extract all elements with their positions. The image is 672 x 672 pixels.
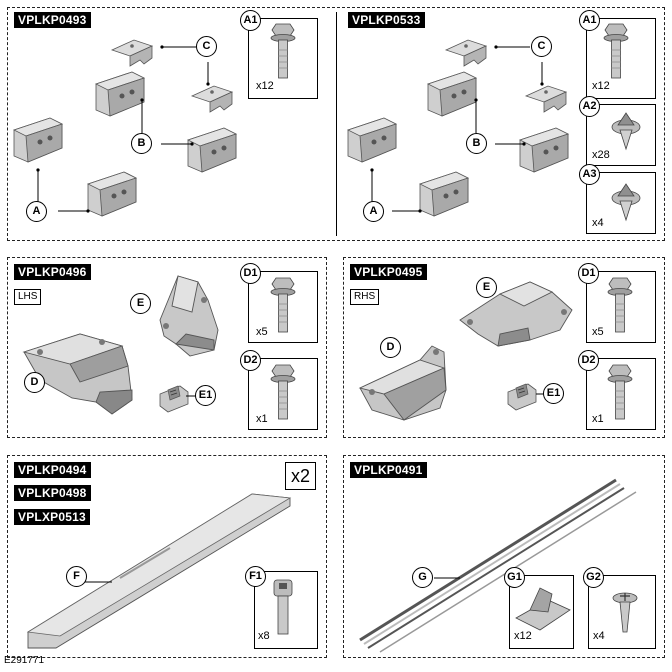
side-label: RHS (350, 289, 380, 305)
part-id-badge: D2 (578, 350, 599, 371)
callout-d: D (380, 337, 401, 358)
part-quantity: x1 (256, 413, 268, 425)
part-id-badge: A3 (579, 164, 600, 185)
wedge-clip-icon (515, 587, 571, 631)
socket-bolt-icon (273, 579, 293, 635)
kit-label: VPLKP0496 (14, 264, 91, 280)
part-quantity: x12 (514, 630, 532, 642)
part-box-g1 (509, 575, 574, 649)
part-id-badge: D1 (240, 263, 261, 284)
panel-vplkp0494 (7, 455, 327, 658)
callout-g: G (412, 567, 433, 588)
panel-vplkp0493-vplkp0533 (7, 7, 665, 241)
kit-label: VPLKP0498 (14, 485, 91, 501)
part-box-f1 (254, 571, 318, 649)
part-box-a3 (586, 172, 656, 234)
part-box-d2 (586, 358, 656, 430)
part-box-a1 (586, 18, 656, 99)
callout-d: D (24, 372, 45, 393)
part-quantity: x4 (593, 630, 605, 642)
multiplier-box: x2 (285, 462, 317, 490)
panel-vplkp0495 (343, 257, 665, 438)
callout-f: F (66, 566, 87, 587)
part-box-a2 (586, 104, 656, 166)
callout-e: E (130, 293, 151, 314)
callout-c: C (531, 36, 552, 57)
part-id-badge: D2 (240, 350, 261, 371)
panel-divider (336, 12, 337, 236)
part-box-d2 (248, 358, 318, 430)
callout-e1: E1 (543, 383, 564, 404)
callout-e: E (476, 277, 497, 298)
part-box-d1 (586, 271, 656, 343)
kit-label: VPLKP0494 (14, 462, 91, 478)
part-quantity: x12 (592, 80, 610, 92)
part-quantity: x28 (592, 149, 610, 161)
kit-label: VPLKP0491 (350, 462, 427, 478)
part-id-badge: A2 (579, 96, 600, 117)
part-box-a1 (248, 18, 318, 99)
part-box-g2 (588, 575, 656, 649)
part-quantity: x8 (258, 630, 270, 642)
callout-c: C (196, 36, 217, 57)
part-id-badge: F1 (245, 566, 266, 587)
side-label: LHS (14, 289, 42, 305)
kit-label: VPLKP0533 (348, 12, 425, 28)
callout-a: A (26, 201, 47, 222)
part-id-badge: G2 (583, 567, 604, 588)
callout-b: B (466, 133, 487, 154)
part-quantity: x1 (592, 413, 604, 425)
kit-label: VPLKP0495 (350, 264, 427, 280)
part-quantity: x5 (592, 326, 604, 338)
part-quantity: x12 (256, 80, 274, 92)
panel-vplkp0491 (343, 455, 665, 658)
part-box-d1 (248, 271, 318, 343)
panel-vplkp0496 (7, 257, 327, 438)
screw-icon (612, 592, 638, 633)
part-quantity: x5 (256, 326, 268, 338)
callout-e1: E1 (195, 385, 216, 406)
callout-a: A (363, 201, 384, 222)
figure-id: E291771 (4, 655, 45, 666)
kit-label: VPLXP0513 (14, 509, 90, 525)
part-id-badge: G1 (504, 567, 525, 588)
callout-b: B (131, 133, 152, 154)
part-id-badge: A1 (240, 10, 261, 31)
part-id-badge: A1 (579, 10, 600, 31)
part-id-badge: D1 (578, 263, 599, 284)
kit-label: VPLKP0493 (14, 12, 91, 28)
part-quantity: x4 (592, 217, 604, 229)
